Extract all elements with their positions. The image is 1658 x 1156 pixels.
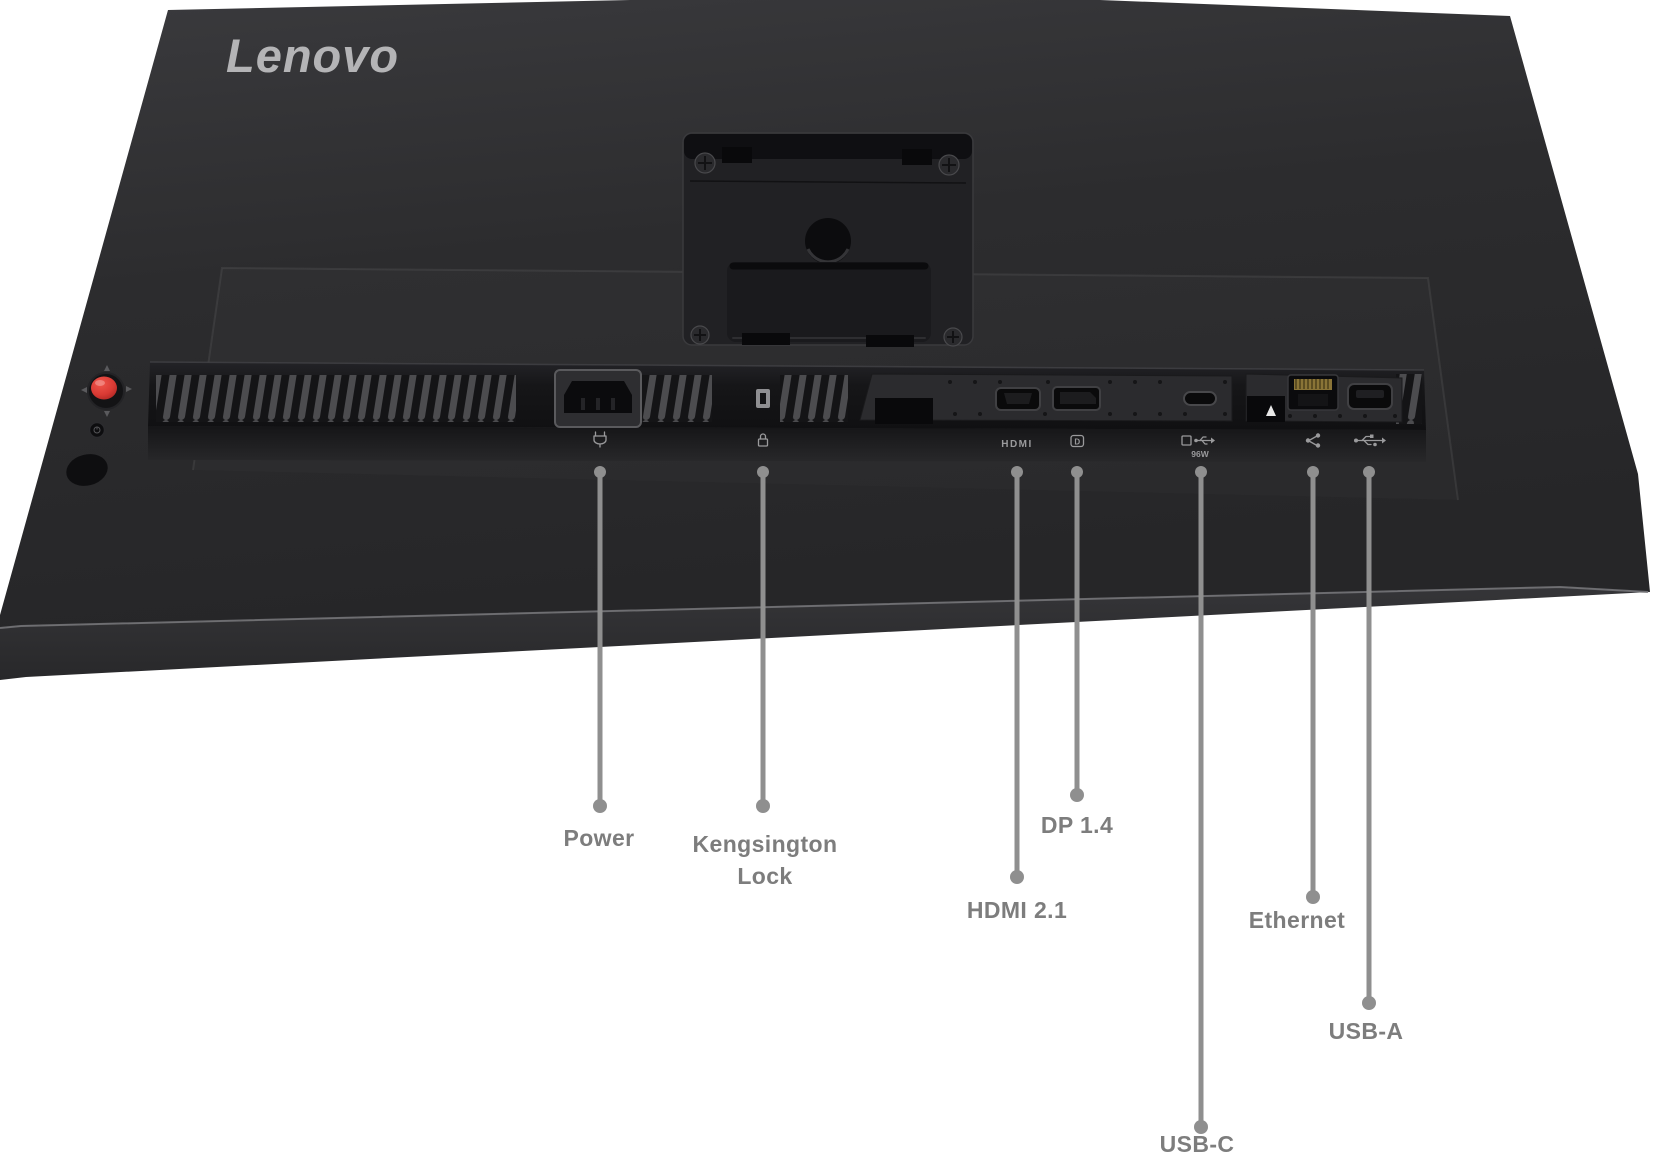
network-port-recess: [1245, 373, 1403, 423]
bar-under-shadow: [148, 426, 1426, 462]
callout-usb-a: USB-A: [1329, 466, 1404, 1044]
hdmi-port: [995, 387, 1041, 411]
port-markings: HDMI D 96W: [593, 431, 1386, 459]
kensington-lock-icon: [757, 433, 769, 447]
power-inlet-port: [554, 369, 642, 428]
cable-hole: [66, 454, 108, 486]
joystick-arrow-up-icon: [104, 365, 110, 371]
callout-ethernet: Ethernet: [1249, 466, 1346, 933]
callout-label-hdmi: HDMI 2.1: [967, 897, 1067, 923]
joystick-arrow-right-icon: [126, 386, 132, 392]
power-button: [88, 421, 106, 439]
hdmi-icon: HDMI: [1001, 439, 1033, 450]
callout-hdmi: HDMI 2.1: [967, 466, 1067, 923]
callout-dp: DP 1.4: [1041, 466, 1113, 838]
video-port-recess: [859, 373, 1233, 424]
callout-kensington-lock: Kengsington Lock: [693, 466, 838, 889]
ethernet-port: [1287, 374, 1339, 411]
vesa-tab-left: [742, 333, 790, 345]
joystick-arrow-down-icon: [104, 411, 110, 417]
kensington-slot: [756, 389, 770, 408]
usb-a-icon: [1354, 434, 1386, 447]
vesa-center-hole: [805, 218, 851, 264]
callout-label-ethernet: Ethernet: [1249, 907, 1346, 933]
vesa-recess: [727, 262, 931, 342]
recess-notch-2: [1247, 396, 1285, 422]
bottom-edge-face: [0, 587, 1650, 680]
callout-label-dp: DP 1.4: [1041, 812, 1113, 838]
usb-c-port: [1183, 391, 1217, 406]
vesa-mount-plate: [682, 132, 974, 347]
joystick-button: [81, 365, 132, 417]
joystick-arrow-left-icon: [81, 387, 87, 393]
usb-a-port: [1347, 383, 1393, 410]
vesa-notch-left: [722, 147, 752, 163]
callout-label-kensington-1: Kengsington: [693, 831, 838, 857]
callout-label-kensington-2: Lock: [737, 863, 792, 889]
callout-label-usb-c: USB-C: [1160, 1131, 1235, 1156]
orientation-arrow-icon: [1266, 405, 1276, 416]
ethernet-icon: [1305, 433, 1321, 448]
vesa-screw-top-right: [938, 154, 960, 176]
recess-notch: [875, 398, 933, 424]
displayport-port: [1052, 386, 1101, 411]
recess2-perforations: [1288, 414, 1397, 418]
vesa-tab-right: [866, 335, 914, 347]
vent-block-left: [156, 375, 516, 422]
callouts: Power Kengsington Lock HDMI 2.1 DP 1.4 U…: [563, 466, 1403, 1156]
usb-c-watt-label: 96W: [1191, 449, 1209, 459]
callout-label-power: Power: [563, 825, 634, 851]
callout-label-usb-a: USB-A: [1329, 1018, 1404, 1044]
vesa-screw-top-left: [694, 152, 716, 174]
power-icon: [593, 431, 607, 448]
vesa-notch-right: [902, 149, 932, 165]
vesa-screw-bottom-right: [943, 327, 963, 347]
vent-block-mid-2: [780, 375, 848, 422]
vesa-screw-bottom-left: [690, 325, 710, 345]
callout-power: Power: [563, 466, 634, 851]
rear-controls: [66, 365, 132, 486]
usb-c-icon: 96W: [1181, 435, 1215, 459]
svg-text:D: D: [1074, 437, 1080, 446]
callout-usb-c: USB-C: [1160, 466, 1235, 1156]
lenovo-logo: Lenovo: [226, 29, 399, 82]
bottom-edge-highlight: [0, 585, 1649, 629]
connector-bar: HDMI D 96W: [148, 361, 1426, 462]
dp-icon: D: [1070, 434, 1085, 448]
vesa-top-band: [684, 134, 972, 159]
